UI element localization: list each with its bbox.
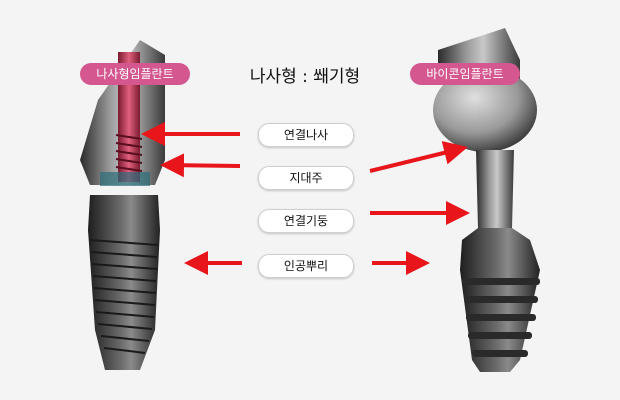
arrows	[141, 122, 470, 275]
label-fixture: 인공뿌리	[258, 254, 354, 278]
arrow-abutment-left	[160, 153, 241, 178]
right-badge: 바이콘임플란트	[410, 63, 520, 85]
abutment-ball	[433, 68, 537, 152]
connection-post	[476, 150, 514, 228]
arrow-abutment-right	[369, 141, 468, 173]
left-badge: 나사형임플란트	[80, 63, 190, 85]
screw-type-implant	[80, 40, 165, 370]
label-connection-screw: 연결나사	[258, 123, 354, 147]
label-connection-post: 연결기둥	[258, 209, 354, 233]
label-abutment: 지대주	[258, 166, 354, 190]
fixture	[88, 195, 160, 370]
page-title: 나사형 : 쐐기형	[249, 67, 361, 87]
bicon-implant	[433, 28, 540, 372]
